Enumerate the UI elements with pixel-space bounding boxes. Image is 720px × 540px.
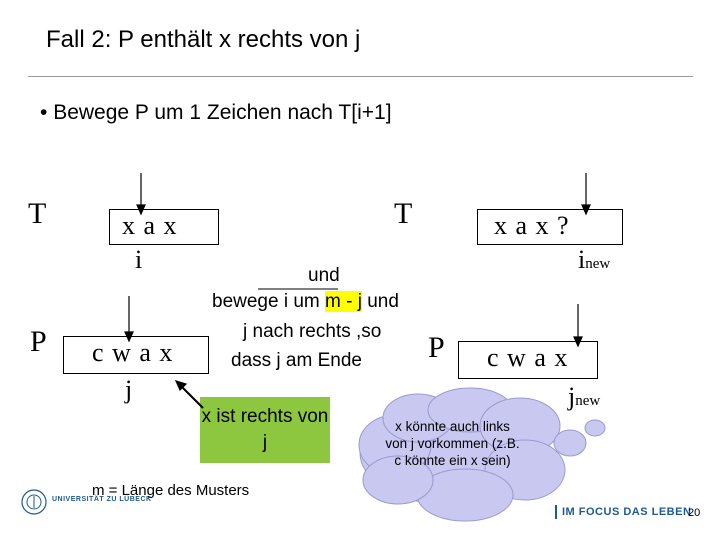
index-j-subscript: new bbox=[575, 393, 601, 409]
bullet-text: Bewege P um 1 Zeichen nach T[i+1] bbox=[53, 101, 392, 124]
slide-title: Fall 2: P enthält x rechts von j bbox=[46, 26, 361, 53]
text-cells-right: x a x ? bbox=[494, 211, 570, 240]
pattern-length-note: m = Länge des Musters bbox=[92, 482, 250, 499]
text-box-left bbox=[109, 209, 219, 245]
title-divider bbox=[28, 76, 693, 77]
pattern-box-right bbox=[458, 341, 598, 379]
text-box-right bbox=[477, 209, 623, 245]
center-line-nach-rechts: j nach rechts ,so bbox=[243, 321, 382, 342]
arrow-to-pattern bbox=[179, 384, 204, 409]
pattern-cells-left: c w a x bbox=[92, 338, 174, 367]
index-j-new: jnew bbox=[568, 382, 600, 412]
footer-divider bbox=[555, 505, 557, 519]
text-label-t-right: T bbox=[394, 197, 413, 230]
index-i-new: inew bbox=[578, 245, 610, 275]
green-note-box: x ist rechts von j bbox=[200, 397, 330, 463]
arrowhead-j-left bbox=[124, 331, 134, 343]
pattern-label-p-right: P bbox=[428, 331, 445, 364]
index-j-letter: j bbox=[568, 382, 576, 411]
green-note-text: x ist rechts von j bbox=[201, 406, 329, 453]
arrowhead-i-right bbox=[581, 204, 591, 216]
index-i-left: i bbox=[135, 245, 143, 274]
bullet-item: • Bewege P um 1 Zeichen nach T[i+1] bbox=[40, 101, 392, 124]
cloud-note-text: x könnte auch links von j vorkommen (z.B… bbox=[385, 419, 520, 468]
highlight-m-minus-j: m - j bbox=[325, 291, 362, 312]
text-label-t-left: T bbox=[28, 197, 47, 230]
university-seal-icon bbox=[21, 489, 47, 515]
page-number: 20 bbox=[688, 507, 701, 519]
pattern-box-left bbox=[63, 336, 209, 374]
center-line-und: und bbox=[308, 265, 340, 286]
arrowhead-j-right bbox=[573, 336, 583, 348]
bewege-prefix: bewege i um bbox=[212, 291, 326, 312]
arrowhead-i-left bbox=[136, 204, 146, 216]
index-i-subscript: new bbox=[585, 256, 611, 272]
pattern-cells-right: c w a x bbox=[487, 343, 569, 372]
thought-cloud bbox=[358, 387, 606, 522]
university-name: UNIVERSITÄT ZU LÜBECK bbox=[52, 496, 152, 503]
center-line-bewege: bewege i um m - j und bbox=[212, 291, 399, 313]
index-j-left: j bbox=[125, 375, 133, 404]
pattern-label-p-left: P bbox=[30, 325, 47, 358]
center-line-am-ende: dass j am Ende bbox=[231, 350, 362, 371]
index-i-letter: i bbox=[578, 245, 586, 274]
text-cells-left: x a x bbox=[122, 211, 178, 240]
footer-motto: IM FOCUS DAS LEBEN bbox=[562, 506, 692, 518]
arrowhead-to-pattern bbox=[174, 380, 188, 392]
bewege-suffix: und bbox=[361, 291, 399, 312]
